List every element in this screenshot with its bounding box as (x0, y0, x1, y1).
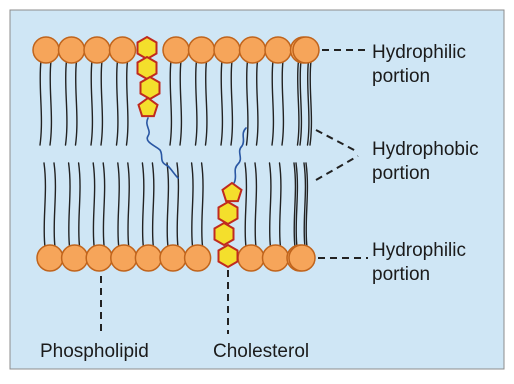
cholesterol-ring (138, 57, 157, 79)
cholesterol-ring (215, 223, 234, 245)
phospholipid-head (265, 37, 291, 63)
phospholipid-head (86, 245, 112, 271)
phospholipid-head (62, 245, 88, 271)
bottom-leaflet-heads (37, 245, 315, 271)
phospholipid-head (293, 37, 319, 63)
phospholipid-head (214, 37, 240, 63)
phospholipid-head (111, 245, 137, 271)
phospholipid-head (110, 37, 136, 63)
cholesterol-ring (219, 202, 238, 224)
hydrophilic-bottom-label-line2: portion (372, 264, 430, 285)
phospholipid-head (160, 245, 186, 271)
phospholipid-head (263, 245, 289, 271)
cholesterol-ring (138, 37, 157, 59)
phospholipid-head (33, 37, 59, 63)
cholesterol-label: Cholesterol (213, 341, 309, 362)
phospholipid-head (240, 37, 266, 63)
phospholipid-label: Phospholipid (40, 341, 149, 362)
phospholipid-head (84, 37, 110, 63)
phospholipid-head (238, 245, 264, 271)
phospholipid-head (289, 245, 315, 271)
cholesterol-ring (141, 77, 160, 99)
phospholipid-head (37, 245, 63, 271)
phospholipid-head (163, 37, 189, 63)
phospholipid-head (135, 245, 161, 271)
hydrophilic-top-label-line2: portion (372, 66, 430, 87)
phospholipid-head (185, 245, 211, 271)
hydrophilic-top-label-line1: Hydrophilic (372, 42, 466, 63)
phospholipid-head (189, 37, 215, 63)
phospholipid-head (59, 37, 85, 63)
hydrophobic-label-line2: portion (372, 163, 430, 184)
cholesterol-ring (219, 245, 238, 267)
hydrophilic-bottom-label-line1: Hydrophilic (372, 240, 466, 261)
top-leaflet-heads (33, 37, 319, 63)
hydrophobic-label-line1: Hydrophobic (372, 139, 479, 160)
